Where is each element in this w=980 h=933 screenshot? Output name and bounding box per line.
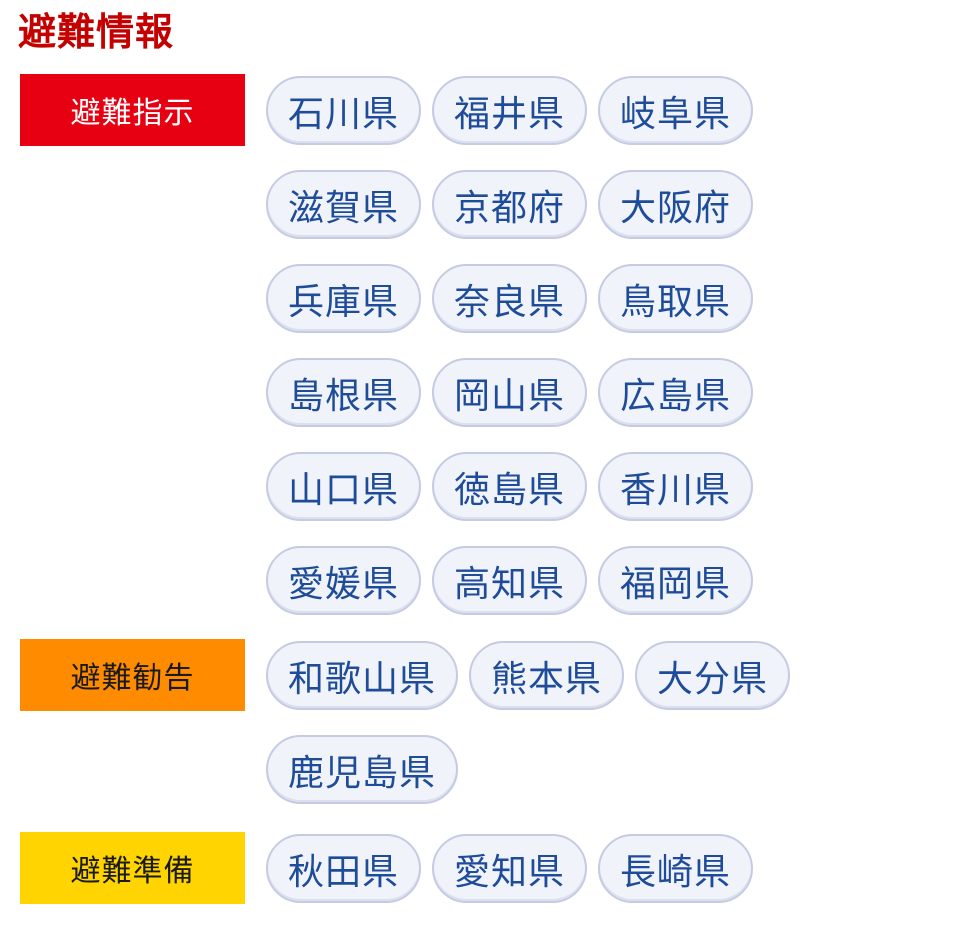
prefecture-chip[interactable]: 山口県 xyxy=(266,452,422,521)
chip-row: 石川県 福井県 岐阜県 xyxy=(266,76,906,145)
prefecture-chip[interactable]: 島根県 xyxy=(266,358,422,427)
chip-row: 愛媛県 高知県 福岡県 xyxy=(266,546,906,615)
prefecture-chip[interactable]: 京都府 xyxy=(432,170,588,239)
prefecture-chip[interactable]: 大分県 xyxy=(635,641,791,710)
prefecture-chip[interactable]: 愛知県 xyxy=(432,834,588,903)
prefecture-chip[interactable]: 高知県 xyxy=(432,546,588,615)
prefecture-chip[interactable]: 奈良県 xyxy=(432,264,588,333)
prefecture-chip[interactable]: 滋賀県 xyxy=(266,170,422,239)
prefecture-chip[interactable]: 福岡県 xyxy=(598,546,754,615)
prefecture-chip[interactable]: 徳島県 xyxy=(432,452,588,521)
prefecture-chip[interactable]: 岐阜県 xyxy=(598,76,754,145)
evacuation-order-prefecture-list: 石川県 福井県 岐阜県 滋賀県 京都府 大阪府 兵庫県 奈良県 鳥取県 島根県 … xyxy=(266,76,906,640)
prefecture-chip[interactable]: 広島県 xyxy=(598,358,754,427)
chip-row: 和歌山県 熊本県 大分県 xyxy=(266,641,906,710)
prefecture-chip[interactable]: 秋田県 xyxy=(266,834,422,903)
evacuation-prepare-badge: 避難準備 xyxy=(20,832,245,904)
chip-row: 山口県 徳島県 香川県 xyxy=(266,452,906,521)
prefecture-chip[interactable]: 石川県 xyxy=(266,76,422,145)
prefecture-chip[interactable]: 大阪府 xyxy=(598,170,754,239)
chip-row: 兵庫県 奈良県 鳥取県 xyxy=(266,264,906,333)
evacuation-advisory-prefecture-list: 和歌山県 熊本県 大分県 鹿児島県 xyxy=(266,641,906,829)
prefecture-chip[interactable]: 鹿児島県 xyxy=(266,735,459,804)
chip-row: 島根県 岡山県 広島県 xyxy=(266,358,906,427)
prefecture-chip[interactable]: 和歌山県 xyxy=(266,641,459,710)
prefecture-chip[interactable]: 愛媛県 xyxy=(266,546,422,615)
prefecture-chip[interactable]: 福井県 xyxy=(432,76,588,145)
prefecture-chip[interactable]: 鳥取県 xyxy=(598,264,754,333)
chip-row: 秋田県 愛知県 長崎県 xyxy=(266,834,906,903)
evacuation-prepare-prefecture-list: 秋田県 愛知県 長崎県 xyxy=(266,834,906,928)
prefecture-chip[interactable]: 岡山県 xyxy=(432,358,588,427)
chip-row: 滋賀県 京都府 大阪府 xyxy=(266,170,906,239)
evacuation-advisory-badge: 避難勧告 xyxy=(20,639,245,711)
prefecture-chip[interactable]: 長崎県 xyxy=(598,834,754,903)
prefecture-chip[interactable]: 香川県 xyxy=(598,452,754,521)
evacuation-order-badge: 避難指示 xyxy=(20,74,245,146)
page-title: 避難情報 xyxy=(18,10,175,54)
chip-row: 鹿児島県 xyxy=(266,735,906,804)
prefecture-chip[interactable]: 熊本県 xyxy=(469,641,625,710)
prefecture-chip[interactable]: 兵庫県 xyxy=(266,264,422,333)
